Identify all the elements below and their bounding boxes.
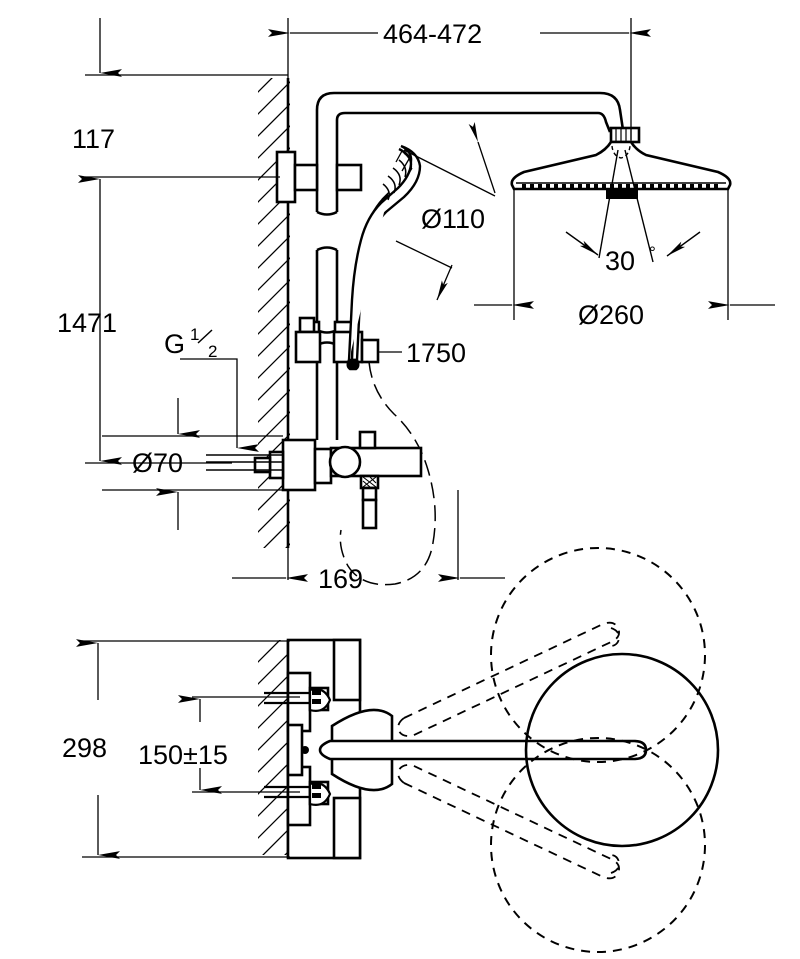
dim-label-169: 169 [318,564,363,594]
dim-label-diameter-70: Ø70 [132,448,183,478]
lever-handle [318,739,648,761]
dimension-diameter-70: Ø70 [102,398,283,530]
head-shower-body [510,140,732,191]
view-front-elevation-detail: 298 150±15 [62,547,720,953]
view-side-elevation: 464-472 117 1471 G 1 2 Ø70 [57,18,775,594]
dimension-30-degrees: 30 ° [605,243,656,276]
head-shower-hub [606,189,638,199]
dim-label-G: G [164,329,185,359]
dimension-298: 298 [62,639,290,859]
dim-label-degree-symbol: ° [649,243,656,262]
dimension-G-half: G 1 2 [164,325,259,452]
hand-shower-holder [294,316,380,364]
dim-label-1471: 1471 [57,308,117,338]
head-shower [510,126,732,199]
inlet-keys [312,690,321,798]
dimension-1750: 1750 [378,338,466,368]
hose-outlet [361,498,378,530]
dimension-diameter-260: Ø260 [474,189,775,330]
dim-label-117: 117 [72,124,115,154]
head-shower-ball-joint [609,126,641,144]
dim-label-G-numerator: 1 [190,325,199,344]
dim-label-298: 298 [62,733,107,763]
valve-spindle-cap [358,430,377,450]
dim-label-diameter-260: Ø260 [578,300,644,330]
dim-label-30: 30 [605,246,635,276]
spray-angle-leaders [565,149,701,263]
lever-swing-circle [524,652,720,848]
dim-label-150-tolerance: 150±15 [138,740,228,770]
lever-handle-positions-hidden [397,621,620,880]
dim-label-G-denominator: 2 [208,342,217,361]
temperature-handle [328,445,362,479]
wall-union-upper [275,150,363,204]
pivot-centre-mark [301,746,309,754]
dimension-169: 169 [232,490,505,594]
shower-hose [339,361,436,586]
dim-label-diameter-110: Ø110 [421,204,485,234]
hand-shower [346,144,422,371]
dimension-1471: 1471 [57,250,232,465]
dimension-diameter-110: Ø110 [395,122,496,301]
dim-label-464-472: 464-472 [383,19,482,49]
centre-plate [286,723,304,777]
dim-label-1750: 1750 [406,338,466,368]
dimension-464-472: 464-472 [268,18,651,140]
valve-wall-plate [281,438,317,492]
dimension-117: 117 [72,18,288,250]
dimension-150-tolerance: 150±15 [138,695,300,794]
lever-swing-hidden-circles [490,547,706,953]
wall-section-upper [258,78,290,548]
head-shower-nozzles [522,184,718,189]
wall-hatching-upper [258,78,290,548]
thermostat-valve [206,430,423,530]
